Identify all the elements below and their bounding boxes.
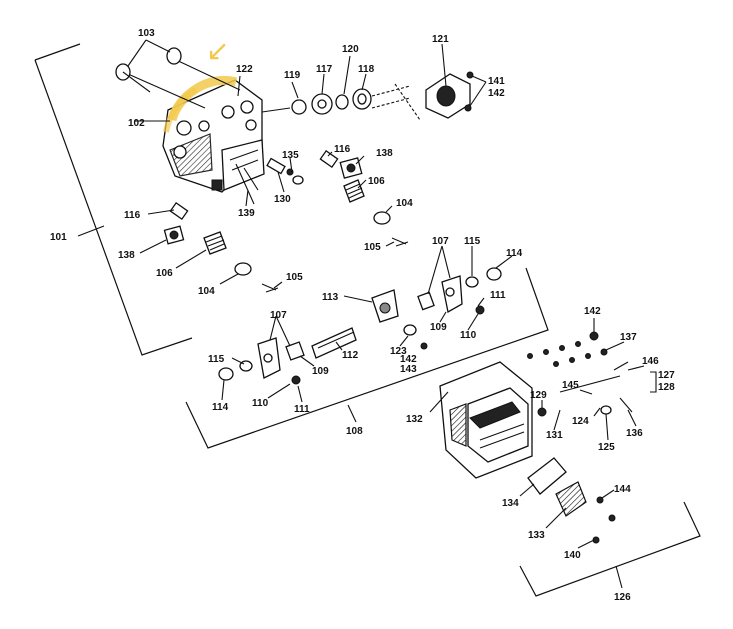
label-132: 132 — [406, 414, 423, 425]
bracket-101 — [34, 43, 193, 356]
valve-spring-set-upper — [319, 149, 409, 247]
label-117: 117 — [316, 64, 333, 75]
label-144: 144 — [614, 484, 631, 495]
label-127: 127 — [658, 370, 675, 381]
cover-plates-133-134 — [527, 457, 616, 544]
label-142-mid: 142 — [400, 354, 417, 365]
rocker-cover-132 — [439, 361, 547, 479]
label-111-left: 111 — [294, 404, 310, 415]
label-118: 118 — [358, 64, 375, 75]
rocker-assembly-right — [417, 267, 502, 315]
label-131: 131 — [546, 430, 563, 441]
label-145: 145 — [562, 380, 579, 391]
label-113: 113 — [322, 292, 339, 303]
label-141: 141 — [488, 76, 505, 87]
label-109-left: 109 — [312, 366, 329, 377]
label-114-left: 114 — [212, 402, 229, 413]
label-102: 102 — [128, 118, 145, 129]
label-122: 122 — [236, 64, 253, 75]
label-110-left: 110 — [252, 398, 269, 409]
label-109-right: 109 — [430, 322, 447, 333]
label-133: 133 — [528, 530, 545, 541]
intake-parts — [261, 83, 421, 121]
rocker-assembly-left — [218, 337, 305, 385]
part-130-135 — [266, 157, 304, 185]
label-142-top: 142 — [488, 88, 505, 99]
label-129: 129 — [530, 390, 547, 401]
label-135: 135 — [282, 150, 299, 161]
breather-parts — [527, 331, 633, 415]
label-119: 119 — [284, 70, 301, 81]
label-104-lower: 104 — [198, 286, 215, 297]
label-106-lower: 106 — [156, 268, 173, 279]
label-115-left: 115 — [208, 354, 225, 365]
label-123: 123 — [390, 346, 407, 357]
label-120: 120 — [342, 44, 359, 55]
valve-spring-set-lower — [163, 201, 279, 293]
label-137: 137 — [620, 332, 637, 343]
valves-103 — [115, 47, 241, 109]
flange-121 — [425, 71, 474, 119]
label-121: 121 — [432, 34, 449, 45]
label-103: 103 — [138, 28, 155, 39]
label-136: 136 — [626, 428, 643, 439]
annotation-arrow: ↙ — [206, 34, 229, 67]
part-labels: 103 102 101 122 119 117 120 118 121 141 … — [50, 28, 675, 603]
label-112: 112 — [342, 350, 359, 361]
label-114-right: 114 — [506, 248, 523, 259]
label-106-upper: 106 — [368, 176, 385, 187]
bracket-108 — [185, 267, 549, 449]
label-107-left: 107 — [270, 310, 287, 321]
bracket-126 — [519, 501, 701, 597]
label-107-right: 107 — [432, 236, 449, 247]
label-138-upper: 138 — [376, 148, 393, 159]
label-124: 124 — [572, 416, 589, 427]
label-126: 126 — [614, 592, 631, 603]
label-108: 108 — [346, 426, 363, 437]
label-105-upper: 105 — [364, 242, 381, 253]
label-128: 128 — [658, 382, 675, 393]
rocker-support-113 — [311, 289, 428, 359]
cylinder-head-102 — [162, 79, 265, 193]
label-116-upper: 116 — [334, 144, 351, 155]
leader-lines — [127, 39, 657, 549]
label-143: 143 — [400, 364, 417, 375]
label-111-right: 111 — [490, 290, 506, 301]
label-138-lower: 138 — [118, 250, 135, 261]
label-140: 140 — [564, 550, 581, 561]
label-110-right: 110 — [460, 330, 477, 341]
label-130: 130 — [274, 194, 291, 205]
pushrod-139 — [235, 163, 259, 205]
label-146: 146 — [642, 356, 659, 367]
label-115-right: 115 — [464, 236, 481, 247]
label-142-bottom: 142 — [584, 306, 601, 317]
label-104-upper: 104 — [396, 198, 413, 209]
label-101: 101 — [50, 232, 67, 243]
label-125: 125 — [598, 442, 615, 453]
highlight-marker-2 — [163, 87, 198, 133]
label-116-lower: 116 — [124, 210, 141, 221]
label-105-lower: 105 — [286, 272, 303, 283]
label-139: 139 — [238, 208, 255, 219]
label-134: 134 — [502, 498, 519, 509]
